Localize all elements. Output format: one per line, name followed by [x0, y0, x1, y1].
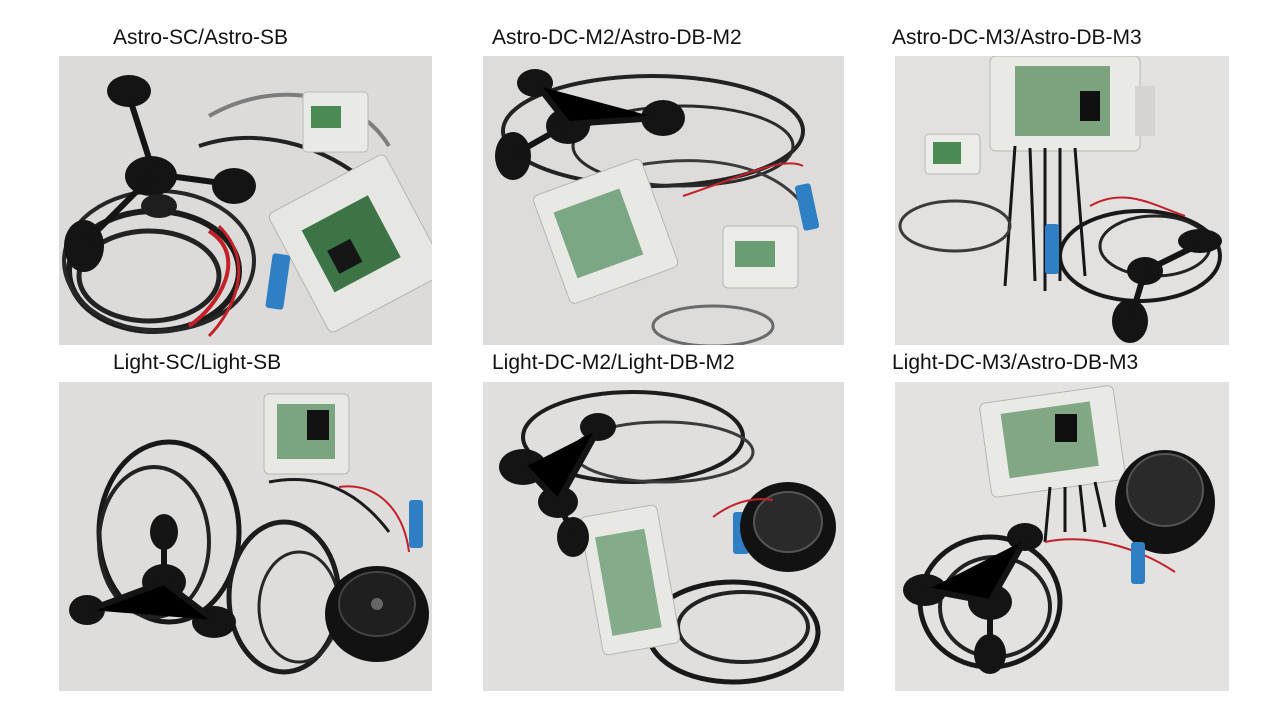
caption-light-dc-m3: Light-DC-M3/Astro-DB-M3: [892, 351, 1139, 374]
caption-light-dc-m2: Light-DC-M2/Light-DB-M2: [492, 351, 735, 374]
product-photo-light-sc: [59, 382, 432, 691]
product-photo-astro-dc-m3: [895, 56, 1229, 345]
product-photo-light-dc-m2: [483, 382, 844, 691]
product-photo-astro-dc-m2: [483, 56, 844, 345]
caption-astro-sc: Astro-SC/Astro-SB: [113, 26, 289, 49]
caption-light-sc: Light-SC/Light-SB: [113, 351, 282, 374]
caption-astro-dc-m3: Astro-DC-M3/Astro-DB-M3: [892, 26, 1142, 49]
product-photo-light-dc-m3: [895, 382, 1229, 691]
caption-astro-dc-m2: Astro-DC-M2/Astro-DB-M2: [492, 26, 742, 49]
product-photo-astro-sc: [59, 56, 432, 345]
